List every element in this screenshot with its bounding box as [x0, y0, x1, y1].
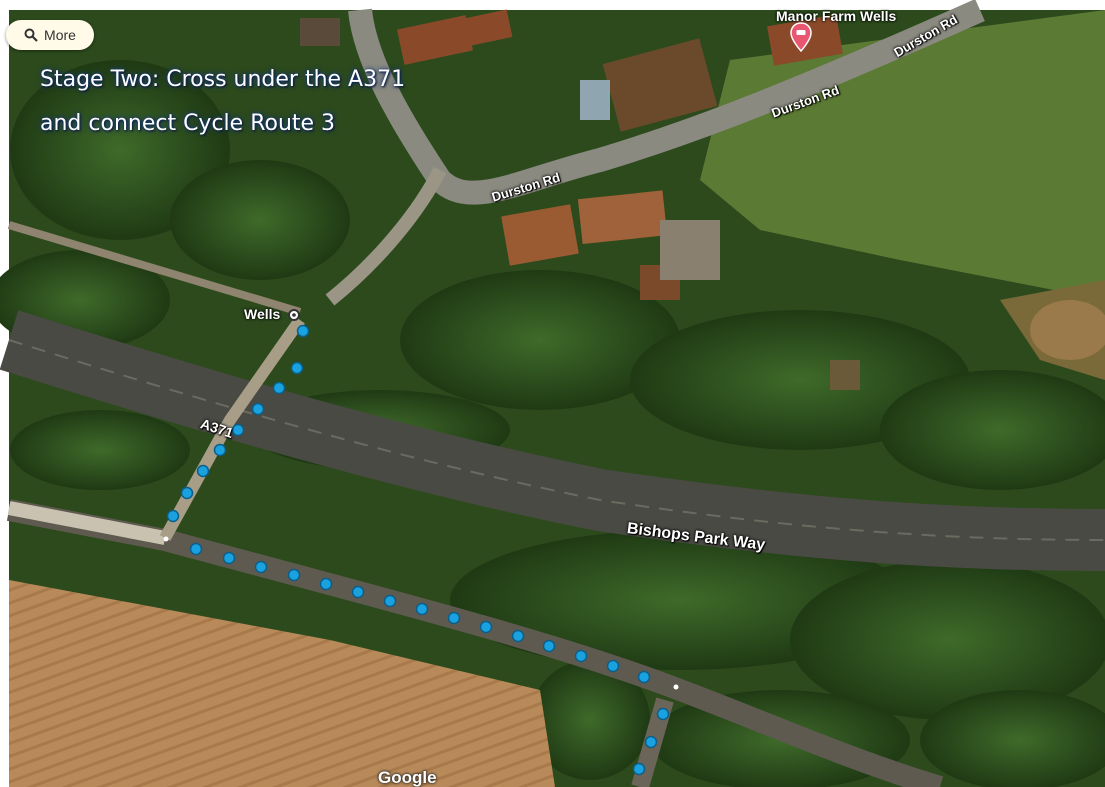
route-dot — [447, 611, 461, 625]
route-dot — [180, 486, 194, 500]
route-dot — [296, 324, 310, 338]
route-dot — [290, 361, 304, 375]
more-button-label: More — [44, 27, 76, 43]
google-attribution: Google — [378, 768, 437, 787]
tree-canopy — [0, 60, 1105, 787]
route-dot — [166, 509, 180, 523]
poi-label-wells: Wells — [244, 306, 281, 322]
route-dot — [479, 620, 493, 634]
cycle-route-dots — [166, 324, 670, 776]
route-dot — [351, 585, 365, 599]
route-dot — [632, 762, 646, 776]
farm-field — [9, 580, 555, 787]
magnifier-icon — [24, 28, 38, 42]
route-dot — [415, 602, 429, 616]
route-dot — [189, 542, 203, 556]
buildings — [300, 9, 860, 390]
stage-title-line-2: and connect Cycle Route 3 — [40, 111, 336, 136]
route-dot — [644, 735, 658, 749]
stage-title: Stage Two: Cross under the A371 and conn… — [40, 58, 405, 146]
route-dot — [542, 639, 556, 653]
more-button[interactable]: More — [6, 20, 94, 50]
route-dot — [656, 707, 670, 721]
route-dot — [606, 659, 620, 673]
stage-title-line-1: Stage Two: Cross under the A371 — [40, 67, 406, 92]
route-dot — [272, 381, 286, 395]
route-dot — [383, 594, 397, 608]
route-dot — [251, 402, 265, 416]
route-dot — [319, 577, 333, 591]
route-dot — [231, 423, 245, 437]
route-dot — [213, 443, 227, 457]
route-dot — [196, 464, 210, 478]
route-dot — [574, 649, 588, 663]
route-dot — [222, 551, 236, 565]
poi-label-manor-farm: Manor Farm Wells — [776, 8, 897, 24]
route-dot — [511, 629, 525, 643]
location-pin-icon[interactable] — [790, 22, 812, 52]
route-dot — [287, 568, 301, 582]
route-dot — [637, 670, 651, 684]
route-dot — [254, 560, 268, 574]
road-durston — [348, 0, 985, 205]
